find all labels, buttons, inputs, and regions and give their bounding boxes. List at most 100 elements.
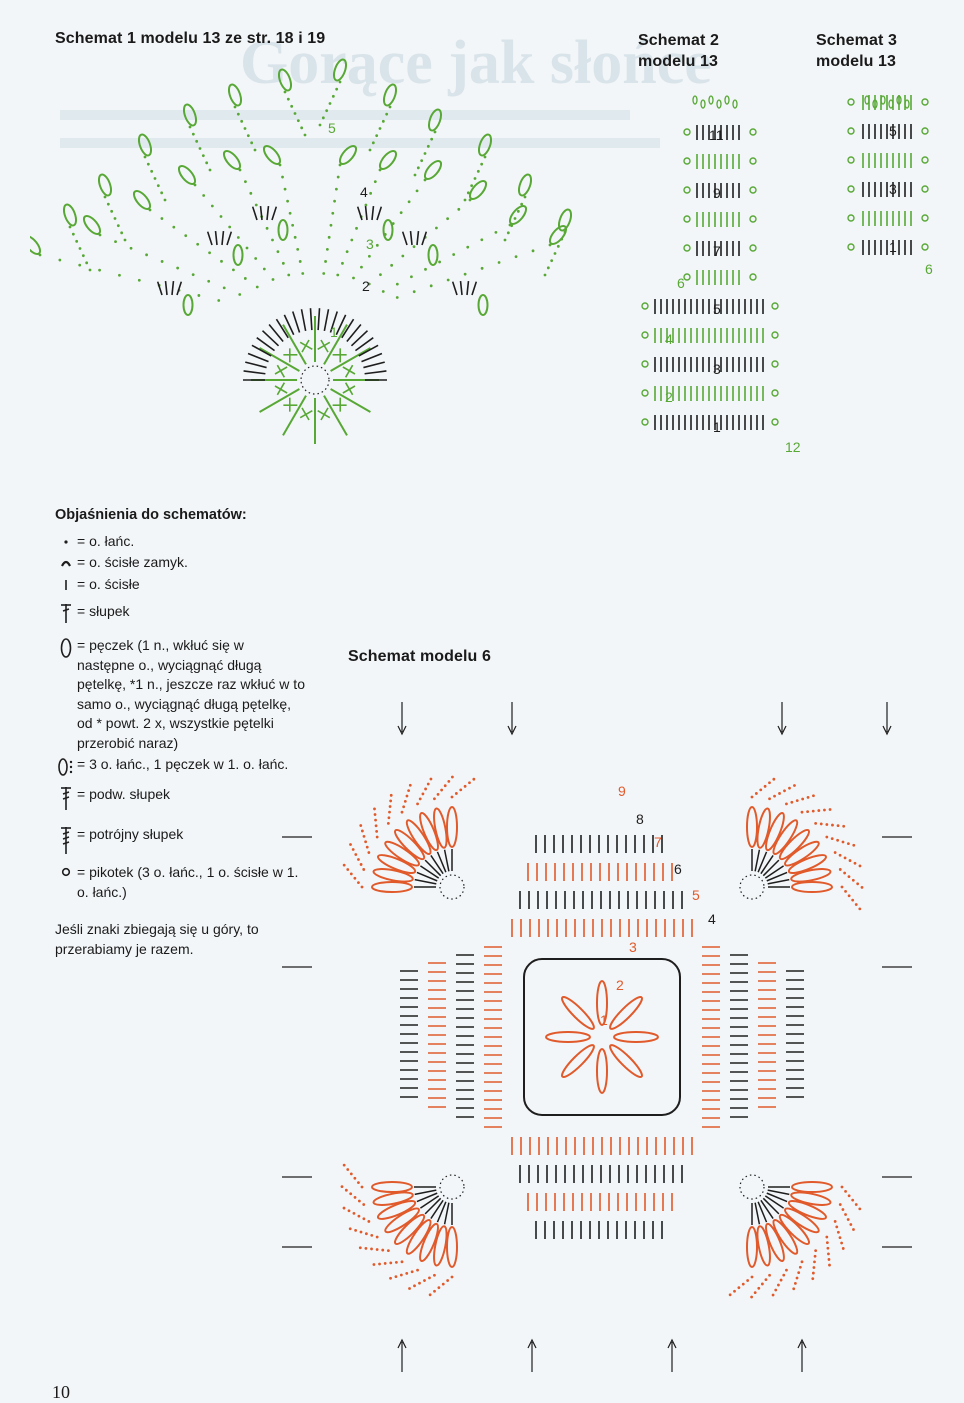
stitch-stroke xyxy=(317,341,331,351)
chain-dot xyxy=(325,109,329,113)
chain-dot xyxy=(286,97,290,101)
chain-dot xyxy=(841,840,845,844)
chain-dot xyxy=(408,783,412,787)
chain-dot xyxy=(848,859,852,862)
schemat6-title: Schemat modelu 6 xyxy=(348,648,491,665)
chain-dot xyxy=(368,148,372,152)
chain-dot xyxy=(827,1252,830,1256)
chain-dot xyxy=(153,177,157,180)
chain-dot xyxy=(413,1284,416,1288)
chain-dot xyxy=(494,230,498,234)
chain-dot-icon xyxy=(55,532,77,550)
chain-dot xyxy=(172,225,176,229)
chain-dot xyxy=(191,132,195,136)
chain-dot xyxy=(793,1281,797,1285)
chain-dot xyxy=(801,797,805,801)
direction-arrow-head xyxy=(667,1338,677,1349)
chain-dot xyxy=(205,161,209,165)
cluster-mark xyxy=(787,1200,828,1220)
chain-dot xyxy=(399,1273,403,1277)
schemat2-row-label: 3 xyxy=(713,361,721,377)
chain-dot xyxy=(365,845,369,849)
schemat6-row-label: 1 xyxy=(600,1012,608,1028)
direction-arrow-head xyxy=(797,1338,807,1349)
chain-dot xyxy=(768,1273,771,1277)
chain-dot xyxy=(563,230,567,234)
legend-item-text: = pikotek (3 o. łańc., 1 o. ścisłe w 1. … xyxy=(77,864,299,900)
chain-dot xyxy=(811,809,815,813)
cluster-mark xyxy=(864,95,870,105)
stitch-stroke xyxy=(436,851,447,873)
chain-dot xyxy=(370,1247,373,1251)
chain-dot xyxy=(345,250,349,254)
chain-dot xyxy=(779,1278,783,1282)
chain-dot xyxy=(503,238,507,242)
chain-dot xyxy=(428,1293,432,1297)
cluster-mark xyxy=(382,83,398,107)
cluster-mark xyxy=(596,1048,608,1094)
chain-dot xyxy=(424,787,427,791)
stitch-stroke xyxy=(766,1192,788,1203)
chain-dot xyxy=(772,777,776,781)
chain-dot xyxy=(426,144,430,148)
chain-dot xyxy=(236,112,240,116)
stitch-stroke xyxy=(245,361,267,369)
cluster-mark xyxy=(772,819,799,855)
chain-dot xyxy=(833,1220,837,1223)
chain-dot xyxy=(362,868,366,871)
chain-dot xyxy=(854,1203,858,1206)
chain-dot xyxy=(191,273,195,277)
cluster-mark xyxy=(384,1207,420,1234)
cluster-mark xyxy=(372,1191,414,1206)
chain-dot xyxy=(858,1207,862,1211)
picot-mark xyxy=(749,186,757,194)
chain-dot xyxy=(58,258,62,262)
chain-dot xyxy=(800,1260,804,1264)
schemat2-title-line2: modelu 13 xyxy=(638,53,719,70)
chain-dot xyxy=(336,175,340,179)
chain-dot xyxy=(433,797,436,801)
stitch-stroke xyxy=(364,370,387,375)
stitch-stroke xyxy=(414,1189,437,1196)
chain-dot xyxy=(327,235,331,239)
chain-dot xyxy=(778,792,781,795)
chain-dot xyxy=(357,1214,361,1218)
chain-dot xyxy=(198,147,202,150)
picot-mark xyxy=(683,157,691,165)
chain-dot xyxy=(355,226,358,230)
direction-arrow-head xyxy=(882,725,892,736)
chain-dot xyxy=(88,268,92,272)
cluster-mark xyxy=(378,149,398,171)
chain-dot xyxy=(410,275,413,279)
cluster-mark xyxy=(371,1181,413,1193)
legend-item-text: = o. łańc. xyxy=(77,532,135,549)
stitch-stroke xyxy=(762,1197,780,1215)
chain-dot xyxy=(298,260,302,263)
chain-dot xyxy=(843,856,847,860)
chain-dot xyxy=(426,782,430,786)
chain-dot xyxy=(357,858,360,861)
picot-mark xyxy=(641,360,649,368)
chain-dot xyxy=(195,139,199,143)
cluster-mark xyxy=(790,1191,832,1206)
picot-mark xyxy=(771,389,779,397)
stitch-stroke xyxy=(421,231,428,246)
cluster-mark xyxy=(561,1044,595,1078)
chain-dot xyxy=(764,1278,768,1282)
chain-dot xyxy=(287,273,291,277)
chain-dot xyxy=(413,173,417,177)
cluster-mark xyxy=(405,819,432,855)
chain-dot xyxy=(352,276,355,280)
schemat1-row-label: 4 xyxy=(360,184,368,200)
stitch-stroke xyxy=(214,230,218,246)
chain-dot xyxy=(792,1287,796,1291)
picot-mark xyxy=(683,186,691,194)
chain-dot xyxy=(347,1209,351,1213)
schemat2-diagram: 1 2 3 4 5 6 7 9 11 12 xyxy=(641,95,801,455)
picot-mark xyxy=(847,214,855,222)
chain-dot xyxy=(846,1218,850,1221)
chain-dot xyxy=(811,1277,815,1281)
chain-dot xyxy=(430,137,434,141)
schemat2-row-label: 9 xyxy=(713,185,721,201)
chain-dot xyxy=(812,1266,816,1269)
